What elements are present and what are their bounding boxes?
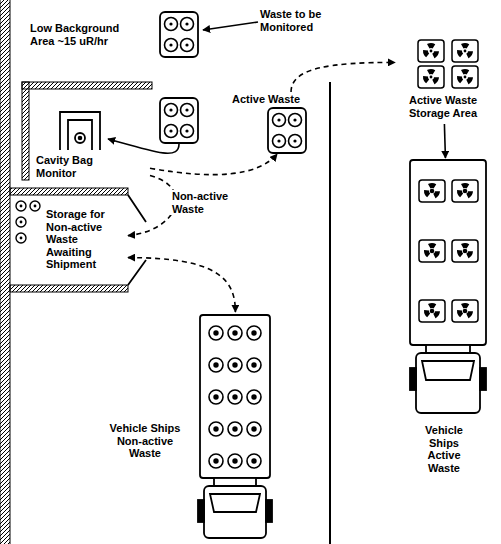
storage-walls xyxy=(10,285,128,292)
waste-drums xyxy=(160,98,198,143)
active-vehicle xyxy=(422,361,474,380)
active-waste-drum: Active Waste xyxy=(232,92,314,154)
active-vehicle xyxy=(452,300,478,322)
active-vehicle: Vehicle Ships Active Waste xyxy=(395,158,492,498)
cavity-monitor-symbol xyxy=(79,137,82,140)
non-active-vehicle xyxy=(209,454,223,468)
non-active-vehicle xyxy=(247,358,261,372)
non-active-vehicle xyxy=(228,422,242,436)
storage-walls xyxy=(10,188,128,195)
dashed-flow-arrow xyxy=(128,176,176,236)
cavity-monitor-symbol xyxy=(75,133,85,143)
non-active-vehicle xyxy=(247,390,261,404)
stored-drums xyxy=(16,217,26,227)
active-storage-drums xyxy=(452,66,478,88)
non-active-vehicle xyxy=(198,500,204,522)
monitor-enclosure-walls xyxy=(22,82,29,180)
active-storage-drums xyxy=(418,66,444,88)
non-active-vehicle xyxy=(228,454,242,468)
active-vehicle xyxy=(452,180,478,202)
callout-label: Waste to be Monitored xyxy=(260,8,334,33)
storage-room: Storage for Non-active Waste Awaiting Sh… xyxy=(12,196,128,284)
monitor-enclosure-walls xyxy=(22,82,152,89)
monitor-region: Cavity Bag Monitor xyxy=(30,90,150,182)
cavity-monitor-symbol xyxy=(60,112,100,150)
active-storage-drums xyxy=(452,40,478,62)
node-text: Vehicle Ships Active Waste xyxy=(415,424,473,474)
active-storage-drums xyxy=(418,40,444,62)
dashed-flow-arrow xyxy=(128,258,235,312)
edge-label: Non-active Waste xyxy=(170,190,234,215)
active-storage-area: Active Waste Storage Area xyxy=(395,36,490,124)
active-vehicle xyxy=(410,160,486,345)
background-note: Low Background Area ~15 uR/hr xyxy=(30,22,134,47)
outer-wall xyxy=(0,0,10,544)
separator-line xyxy=(329,82,331,544)
active-vehicle xyxy=(416,353,480,413)
non-active-vehicle xyxy=(228,390,242,404)
non-active-vehicle xyxy=(198,315,272,538)
non-active-vehicle xyxy=(200,315,270,478)
flow-arrows xyxy=(203,22,258,30)
flow-arrows xyxy=(108,22,258,153)
non-active-vehicle xyxy=(247,422,261,436)
node-text: Active Waste xyxy=(232,93,312,106)
flow-arrows xyxy=(108,139,179,153)
non-active-vehicle xyxy=(266,500,272,522)
storage-walls xyxy=(128,195,146,285)
dashed-flow-arrow xyxy=(150,154,277,175)
flow-arrow xyxy=(444,124,445,158)
cavity-monitor-symbol xyxy=(60,112,100,150)
monitor-enclosure-walls xyxy=(22,82,152,180)
non-active-vehicle xyxy=(209,358,223,372)
non-active-vehicle xyxy=(228,326,242,340)
active-storage-drums xyxy=(418,40,478,88)
active-vehicle xyxy=(419,300,445,322)
non-active-vehicle xyxy=(209,326,223,340)
active-vehicle xyxy=(426,345,470,353)
waste-drums xyxy=(268,108,306,153)
outer-wall xyxy=(0,0,10,544)
non-active-vehicle xyxy=(209,422,223,436)
separator-line xyxy=(330,82,331,544)
active-vehicle xyxy=(419,240,445,262)
node-text: Storage for Non-active Waste Awaiting Sh… xyxy=(46,208,122,271)
active-vehicle xyxy=(410,368,416,390)
storage-walls xyxy=(10,188,146,292)
non-active-vehicle: Vehicle Ships Non-active Waste xyxy=(95,312,275,536)
non-active-vehicle xyxy=(204,486,266,538)
stored-drums xyxy=(16,201,40,243)
active-vehicle xyxy=(452,240,478,262)
non-active-vehicle xyxy=(228,358,242,372)
stored-drums xyxy=(16,233,26,243)
active-vehicle xyxy=(480,368,486,390)
node-text: Active Waste Storage Area xyxy=(401,94,485,119)
waste-drums xyxy=(160,12,198,57)
node-text: Cavity Bag Monitor xyxy=(36,154,106,179)
cavity-monitor-symbol xyxy=(68,120,92,150)
node-text: Vehicle Ships Non-active Waste xyxy=(109,422,181,460)
non-active-vehicle xyxy=(247,326,261,340)
stored-drums xyxy=(16,201,26,211)
waste-drums xyxy=(160,12,306,153)
non-active-vehicle xyxy=(210,494,260,512)
non-active-vehicle xyxy=(209,390,223,404)
stored-drums xyxy=(30,201,40,211)
non-active-vehicle xyxy=(247,454,261,468)
non-active-vehicle xyxy=(214,478,256,486)
active-vehicle xyxy=(410,160,486,413)
dashed-flow-arrow xyxy=(291,62,395,92)
active-vehicle xyxy=(419,180,445,202)
